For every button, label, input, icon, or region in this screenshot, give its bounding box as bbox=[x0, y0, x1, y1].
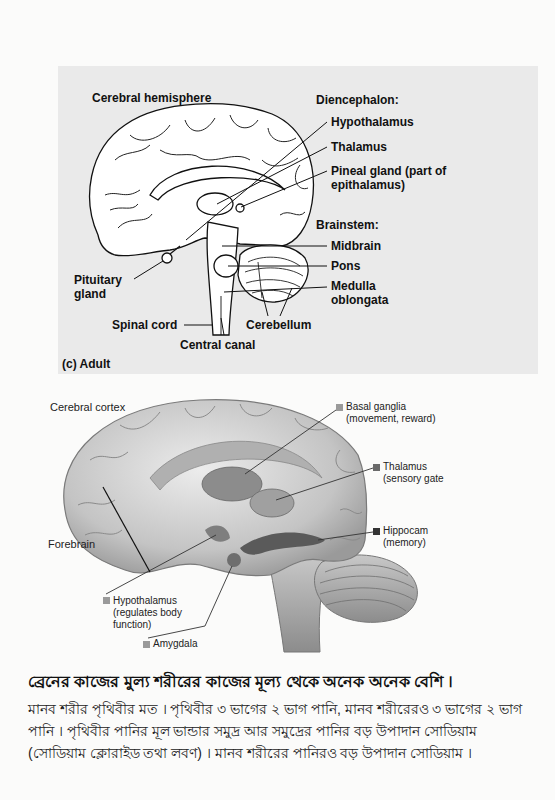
drawing-part bbox=[295, 418, 328, 430]
leader-line bbox=[318, 532, 373, 540]
drawing-part bbox=[246, 280, 300, 287]
drawing-part bbox=[230, 115, 258, 128]
drawing-part bbox=[258, 262, 262, 298]
part-label: Central canal bbox=[180, 338, 255, 352]
part-label: Midbrain bbox=[331, 239, 381, 253]
pituitary-shape bbox=[162, 253, 172, 263]
drawing-part bbox=[118, 214, 152, 228]
leader-line bbox=[217, 147, 327, 204]
drawing-part bbox=[252, 290, 293, 296]
drawing-part bbox=[85, 530, 122, 535]
leader-line bbox=[245, 410, 336, 474]
cerebrum-outline bbox=[90, 104, 314, 256]
leader-line bbox=[221, 318, 224, 335]
drawing-part bbox=[115, 145, 150, 160]
drawing-part bbox=[185, 406, 215, 418]
drawing-part bbox=[78, 500, 115, 505]
drawing-part bbox=[105, 190, 140, 195]
drawing-part bbox=[103, 597, 110, 604]
leader-lines-figure-2 bbox=[103, 410, 373, 638]
cerebellum-shaded bbox=[315, 555, 418, 622]
drawing-part bbox=[326, 600, 406, 611]
drawing-part bbox=[185, 118, 215, 131]
drawing-part bbox=[110, 204, 138, 210]
cerebellum-folia bbox=[245, 257, 303, 298]
leader-lines-figure-1 bbox=[134, 122, 327, 335]
drawing-part bbox=[280, 212, 305, 215]
part-label: Medulla oblongata bbox=[331, 279, 403, 307]
body-text: মানব শরীর পৃথিবীর মত । পৃথিবীর ৩ ভাগের ২… bbox=[28, 698, 530, 764]
heading-text: ব্রেনের কাজের মুল্য শরীরের কাজের মূল্য থ… bbox=[28, 672, 538, 692]
part-label: Hypothalamus bbox=[331, 115, 414, 129]
part-label: Spinal cord bbox=[112, 318, 177, 332]
leader-line bbox=[262, 292, 268, 316]
pineal-shape bbox=[236, 204, 244, 212]
cerebellum-shape bbox=[238, 245, 308, 302]
central-canal-line bbox=[221, 296, 222, 335]
sagittal-brain-line-drawing bbox=[90, 104, 314, 335]
part-label: Amygdala bbox=[153, 638, 197, 650]
group-heading: Brainstem: bbox=[316, 218, 379, 232]
drawing-part bbox=[373, 528, 380, 535]
drawing-part bbox=[248, 257, 300, 266]
thalamus-shape bbox=[197, 193, 233, 215]
drawing-part bbox=[120, 412, 160, 429]
leader-line bbox=[134, 261, 163, 279]
part-label: Thalamus (sensory gate bbox=[383, 461, 455, 485]
leader-line bbox=[103, 487, 150, 572]
part-label: Cerebellum bbox=[246, 318, 311, 332]
leader-line bbox=[106, 535, 216, 594]
leader-line bbox=[241, 171, 327, 207]
leader-line bbox=[186, 122, 327, 240]
leader-line bbox=[184, 325, 213, 326]
drawing-part bbox=[336, 450, 355, 472]
cerebrum-shaded bbox=[64, 400, 367, 576]
leader-line bbox=[224, 287, 327, 292]
figure-panel bbox=[58, 66, 538, 374]
drawing-part bbox=[240, 404, 272, 416]
drawing-part bbox=[268, 128, 296, 142]
gyri-lines bbox=[105, 115, 308, 228]
hippocampus-shape bbox=[240, 532, 325, 554]
drawing-part bbox=[130, 125, 170, 140]
drawing-part bbox=[295, 165, 308, 189]
cerebellum-striations bbox=[320, 565, 414, 611]
label-bullets bbox=[103, 404, 380, 648]
region-label: Forebrain bbox=[48, 538, 95, 551]
drawing-part bbox=[143, 641, 150, 648]
leader-line bbox=[276, 468, 373, 500]
leader-line bbox=[222, 246, 327, 247]
drawing-part bbox=[90, 452, 128, 460]
brainstem-shape bbox=[207, 222, 238, 335]
drawing-part bbox=[336, 404, 343, 411]
drawing-part bbox=[320, 588, 414, 600]
drawing-part bbox=[373, 464, 380, 471]
part-label: Pons bbox=[331, 259, 360, 273]
amygdala-shape bbox=[227, 553, 241, 567]
part-label: Pituitary gland bbox=[74, 273, 136, 301]
part-label: Cerebral hemisphere bbox=[92, 91, 211, 105]
part-label: Cerebral cortex bbox=[50, 401, 125, 414]
part-label: Thalamus bbox=[331, 140, 387, 154]
shaded-brain-illustration bbox=[64, 400, 418, 652]
part-label: Hypothalamus (regulates body function) bbox=[113, 595, 195, 631]
part-label: Pineal gland (part of epithalamus) bbox=[331, 164, 481, 192]
drawing-part bbox=[245, 268, 303, 276]
figure-label: (c) Adult bbox=[62, 357, 110, 371]
thalamus-shaded bbox=[250, 489, 294, 517]
drawing-part bbox=[320, 576, 414, 588]
drawing-part bbox=[340, 509, 362, 514]
leader-line bbox=[280, 288, 292, 316]
drawing-part bbox=[160, 150, 250, 160]
drawing-part bbox=[325, 565, 408, 576]
part-label: Hippocam (memory) bbox=[383, 525, 438, 549]
part-label: Basal ganglia (movement, reward) bbox=[346, 401, 446, 425]
pituitary-stalk bbox=[170, 246, 180, 254]
leader-line bbox=[228, 266, 327, 267]
group-heading: Diencephalon: bbox=[316, 93, 399, 107]
